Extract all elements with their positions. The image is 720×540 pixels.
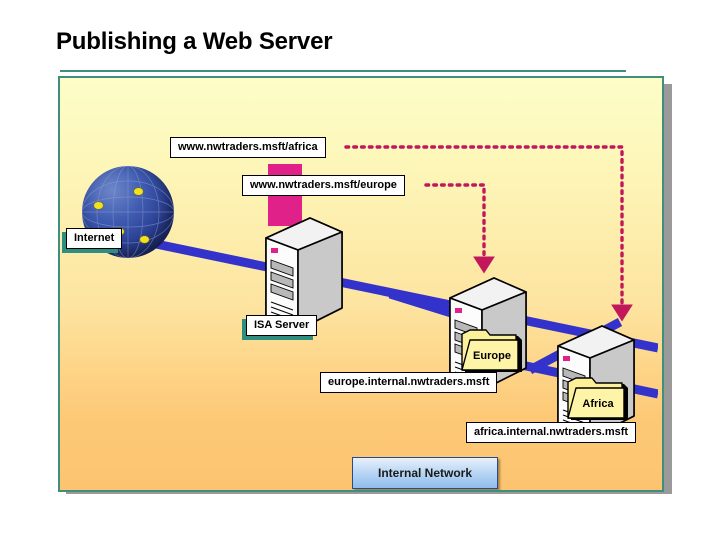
title-underline (60, 70, 626, 72)
publishing-routes (344, 145, 633, 322)
publishing-trunk-lower (268, 192, 302, 226)
page-title: Publishing a Web Server (56, 28, 333, 55)
globe-node (140, 236, 149, 243)
url-africa-label: www.nwtraders.msft/africa (170, 137, 326, 158)
globe-node (134, 188, 143, 195)
africa-folder-icon: Africa (566, 376, 630, 422)
diagram-panel: Europe Africa (58, 76, 664, 492)
africa-fqdn-label: africa.internal.nwtraders.msft (466, 422, 637, 443)
europe-fqdn-label: europe.internal.nwtraders.msft (320, 372, 498, 393)
url-europe-label: www.nwtraders.msft/europe (242, 175, 405, 196)
isa-server-label: ISA Server (246, 315, 318, 336)
internet-label: Internet (66, 228, 123, 249)
internal-network-label: Internal Network (352, 457, 498, 489)
globe-node (94, 202, 103, 209)
